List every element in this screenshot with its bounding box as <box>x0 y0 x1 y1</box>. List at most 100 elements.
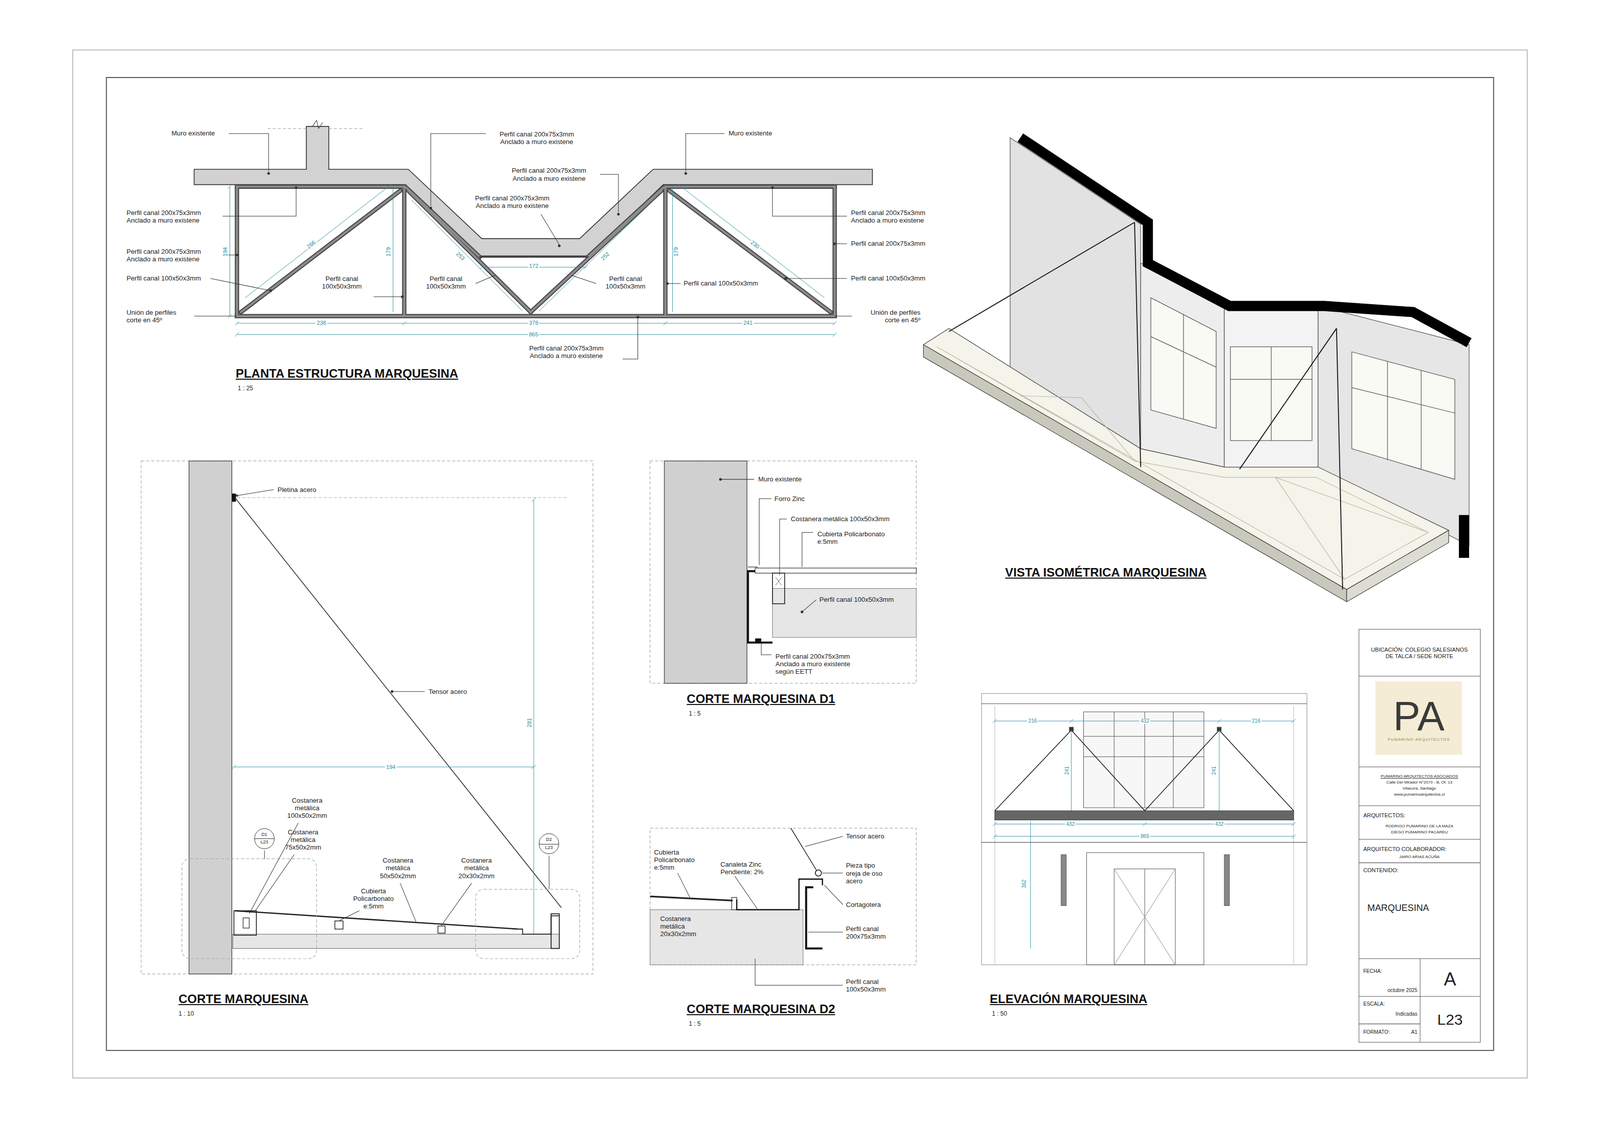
detail-d1 <box>761 642 772 655</box>
isometric-view <box>1271 346 1272 441</box>
dimension: 281 <box>526 716 533 729</box>
callout-label: Perfil canal 200x75x3mm Anclado a muro e… <box>126 208 221 224</box>
title-block-text: Indicadas <box>1395 1011 1418 1018</box>
elevation-view <box>994 810 1294 820</box>
title-block-text: RODRIGO PUMARINO DE LA MAZA <box>1385 824 1453 829</box>
node-text: D2 <box>545 837 552 843</box>
callout-label: Perfil canal 200x75x3mm Anclado a muro e… <box>775 652 860 676</box>
sheet-frame <box>72 49 1527 1078</box>
dimension: 252 <box>599 250 612 263</box>
scale-note: 1 : 5 <box>688 1020 702 1028</box>
callout-label: Canaleta Zinc Pendiente: 2% <box>720 860 770 876</box>
view-title: VISTA ISOMÉTRICA MARQUESINA <box>1005 565 1207 580</box>
wall-extension-line <box>267 120 364 129</box>
section-view <box>235 494 394 693</box>
detail-d2 <box>650 828 917 965</box>
dimension: 216 <box>1027 718 1038 724</box>
dimension: 179 <box>673 246 680 258</box>
leader-line <box>228 133 269 172</box>
callout-label: Perfil canal 100x50x3mm <box>594 274 657 291</box>
dimension: 230 <box>748 239 762 251</box>
dimension: 432 <box>1214 821 1225 827</box>
section-view <box>235 497 562 908</box>
steel-frame <box>479 256 589 258</box>
elevation-view <box>1061 854 1067 906</box>
scale-note: 1 : 10 <box>178 1010 194 1018</box>
leader-line <box>193 315 237 317</box>
steel-frame <box>664 186 667 317</box>
title-block-text: L23 <box>1437 1010 1464 1029</box>
leader-dot <box>400 295 404 299</box>
section-view <box>400 883 417 924</box>
detail-d1 <box>747 571 773 643</box>
isometric-view <box>923 328 1449 590</box>
section-view <box>334 921 343 930</box>
callout-label: Perfil canal 200x75x3mm <box>851 240 926 248</box>
dimension-line <box>538 199 655 312</box>
title-block-text: A <box>1443 968 1456 991</box>
leader-line <box>222 188 297 217</box>
callout-label: Cubierta Policarbonato e:5mm <box>654 848 706 872</box>
section-view <box>237 489 274 496</box>
callout-label: Muro existente <box>171 129 215 138</box>
callout-label: Perfil canal 200x75x3mm Anclado a muro e… <box>490 129 584 146</box>
section-view <box>550 914 560 949</box>
wall-extension-line <box>267 128 307 129</box>
title-block-text: PUMARINO ARQUITECTOS ASOCIADOS <box>1380 774 1459 779</box>
dimension: 241 <box>1211 764 1217 776</box>
elevation-view <box>1083 736 1205 737</box>
callout-label: Costanera metálica 50x50x2mm <box>372 857 424 880</box>
steel-frame <box>669 190 831 313</box>
elevation-view <box>1218 730 1220 811</box>
callout-label: Unión de perfiles corte en 45º <box>126 308 190 324</box>
steel-frame <box>587 187 664 258</box>
leader-line <box>600 174 619 213</box>
callout-label: Perfil canal 100x50x3mm <box>819 596 894 604</box>
title-block <box>1358 675 1481 677</box>
leader-dot <box>636 315 640 319</box>
detail-d1 <box>802 532 814 568</box>
node-text: PA <box>1393 694 1445 738</box>
section-view <box>475 889 580 959</box>
detail-d2 <box>677 873 690 898</box>
callout-label: Perfil canal 100x50x3mm <box>311 274 373 291</box>
steel-frame <box>665 184 835 189</box>
scale-note: 1 : 25 <box>237 385 253 393</box>
title-block-text: CONTENIDO: <box>1363 867 1399 874</box>
title-block-text: ARQUITECTO COLABORADOR: <box>1363 845 1447 853</box>
view-title: CORTE MARQUESINA <box>178 992 309 1007</box>
dimension: 865 <box>1139 833 1151 840</box>
isometric-view <box>1081 397 1135 462</box>
elevation-view <box>1071 730 1072 811</box>
steel-frame <box>241 190 401 313</box>
detail-d1 <box>772 573 785 604</box>
section-callout: D1L23 <box>254 828 275 850</box>
section-view <box>141 460 593 975</box>
elevation-view <box>1172 712 1174 808</box>
section-view <box>391 691 425 692</box>
leader-dot <box>267 172 270 175</box>
title-block <box>1358 629 1481 1043</box>
detail-d1 <box>754 568 917 574</box>
callout-label: Muro existente <box>757 475 802 484</box>
dimension-line <box>392 186 394 313</box>
section-view <box>264 850 265 859</box>
isometric-view <box>1420 370 1422 469</box>
title-block-text: UBICACIÓN: COLEGIO SALESIANOS DE TALCA /… <box>1368 646 1471 660</box>
detail-d1 <box>650 460 917 684</box>
section-view <box>438 926 446 934</box>
dimension: 432 <box>1139 718 1151 724</box>
detail-d2 <box>808 932 844 933</box>
steel-frame <box>237 186 836 317</box>
detail-d2 <box>650 896 733 901</box>
title-block-text: JAIRO ARIAS ACUÑA <box>1399 854 1440 860</box>
detail-d2 <box>731 897 737 910</box>
title-block-text: Calle Del Mirador N°2070 - B, Of. 13 <box>1386 780 1453 785</box>
section-view <box>141 460 593 975</box>
callout-label: Costanera metálica 20x30x2mm <box>451 857 503 880</box>
steel-frame <box>237 186 836 317</box>
title-block <box>1358 839 1481 840</box>
callout-label: Pieza tipo oreja de oso acero <box>846 862 887 885</box>
title-block <box>1358 862 1481 864</box>
